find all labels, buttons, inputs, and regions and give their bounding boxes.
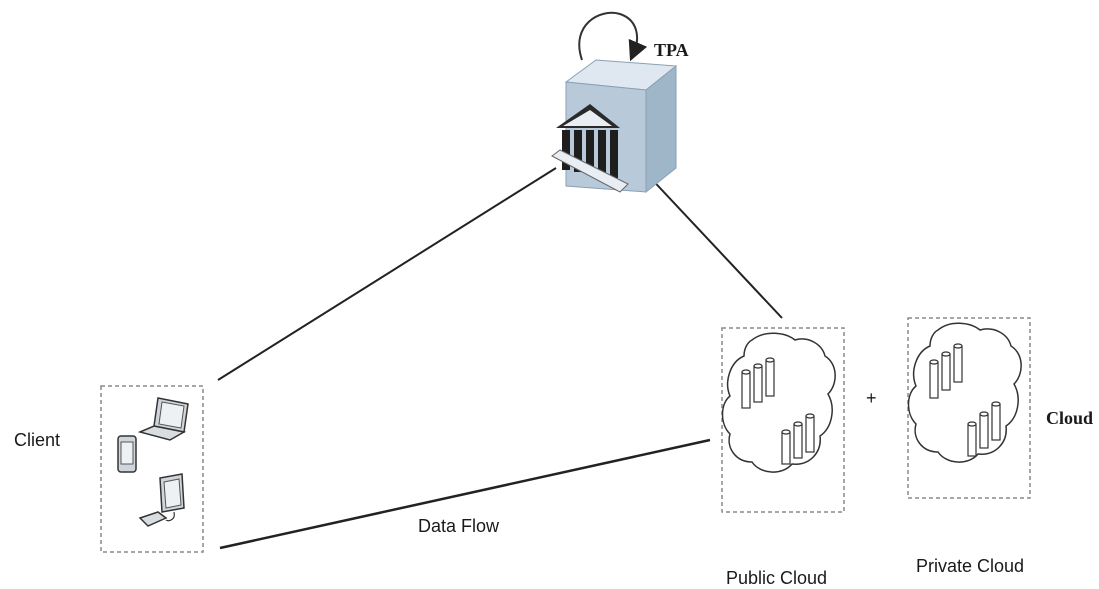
- plus-sign: +: [866, 388, 877, 408]
- server-building-icon: [551, 59, 678, 194]
- mobile-phone-icon: [117, 435, 137, 473]
- private-cloud-label: Private Cloud: [916, 556, 1025, 576]
- client-tpa-line: [217, 167, 557, 381]
- tpa-public-cloud-line: [644, 171, 783, 319]
- data-flow-label: Data Flow: [418, 516, 500, 536]
- tpa-label: TPA: [654, 40, 689, 60]
- client-device-group: [100, 385, 204, 553]
- curved-arrow-icon: [578, 11, 648, 62]
- public-cloud-label: Public Cloud: [726, 568, 828, 588]
- laptop-icon: [137, 397, 189, 441]
- cloud-label: Cloud: [1046, 408, 1094, 428]
- data-flow-line: [219, 438, 711, 550]
- public-cloud-icon: [721, 332, 836, 473]
- private-cloud-icon: [907, 322, 1022, 463]
- public-cloud-group: [721, 327, 845, 513]
- client-label: Client: [14, 430, 61, 450]
- desktop-computer-icon: [138, 473, 185, 527]
